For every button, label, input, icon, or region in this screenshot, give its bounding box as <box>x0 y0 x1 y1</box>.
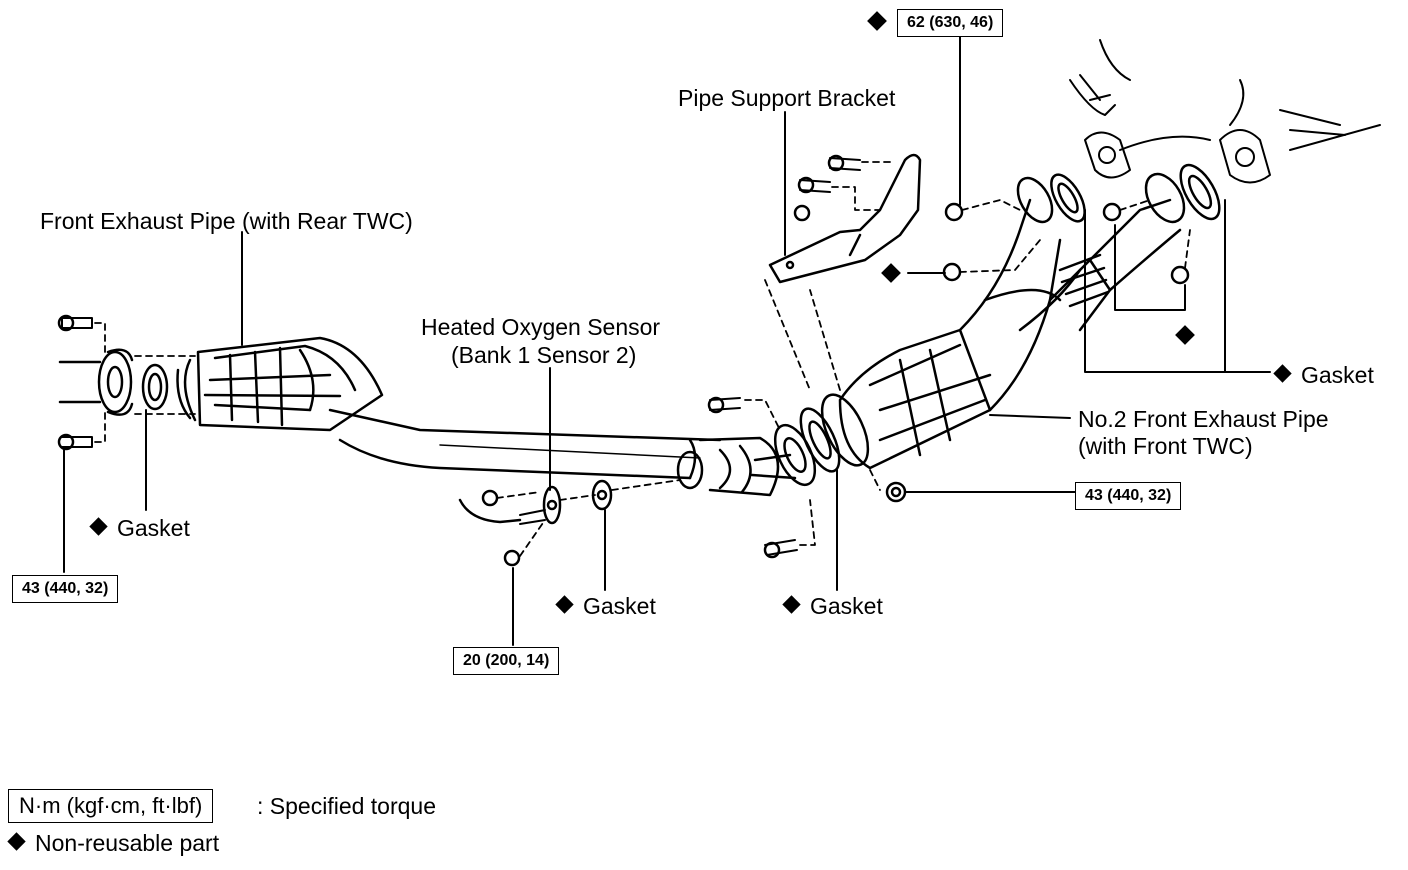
no2-front-pipe-label-line2: (with Front TWC) <box>1078 433 1253 459</box>
non-reusable-diamond-icon <box>7 832 26 851</box>
legend-torque-desc: : Specified torque <box>257 793 437 819</box>
oxygen-sensor-part <box>458 479 613 567</box>
torque-box-left-flange: 43 (440, 32) <box>12 575 119 603</box>
pipe-support-bracket-part <box>768 153 922 284</box>
front-flange-left <box>58 348 134 416</box>
exhaust-manifold-outline <box>1069 39 1381 184</box>
no2-front-pipe-label-line1: No.2 Front Exhaust Pipe <box>1078 406 1329 432</box>
leader-lines <box>63 33 1271 646</box>
mid-bolts <box>707 396 907 559</box>
torque-box-mid-flange: 43 (440, 32) <box>1075 482 1182 510</box>
dashed-lines-mid <box>744 279 881 546</box>
gasket-mid-label: Gasket <box>782 592 883 620</box>
non-reusable-diamond-icon <box>1273 364 1292 383</box>
legend-torque-unit-box: N·m (kgf·cm, ft·lbf) <box>8 789 214 823</box>
gasket-mid-rings <box>773 393 870 487</box>
torque-box-sensor-nut: 20 (200, 14) <box>453 647 560 675</box>
gasket-right-label: Gasket <box>1273 361 1374 389</box>
dashed-lines-bracket <box>831 161 896 211</box>
bolts-left <box>57 314 93 451</box>
front-exhaust-pipe-label: Front Exhaust Pipe (with Rear TWC) <box>40 208 413 234</box>
gasket-sensor-label: Gasket <box>555 592 656 620</box>
mid-flange-joint <box>676 436 797 497</box>
upper-flanges <box>1016 163 1221 224</box>
gasket-left-label: Gasket <box>89 514 190 542</box>
legend-non-reusable: Non-reusable part <box>7 829 219 857</box>
non-reusable-diamond-icon <box>89 517 108 536</box>
no2-pipe-tubes <box>958 198 1182 412</box>
front-pipe-tube <box>328 408 722 480</box>
gasket-left-ring <box>141 363 169 411</box>
non-reusable-diamond-icon <box>782 595 801 614</box>
dashed-lines-upper <box>959 199 1191 273</box>
front-twc-converter <box>838 328 992 470</box>
pipe-support-bracket-label: Pipe Support Bracket <box>678 85 896 111</box>
oxygen-sensor-label-line2: (Bank 1 Sensor 2) <box>451 342 637 368</box>
torque-box-manifold-nut: 62 (630, 46) <box>897 9 1004 37</box>
rear-twc-converter <box>176 336 384 432</box>
oxygen-sensor-label-line1: Heated Oxygen Sensor <box>421 314 661 340</box>
non-reusable-diamond-icon <box>555 595 574 614</box>
dashed-lines-sensor <box>496 479 681 557</box>
dashed-lines-left <box>94 322 196 443</box>
